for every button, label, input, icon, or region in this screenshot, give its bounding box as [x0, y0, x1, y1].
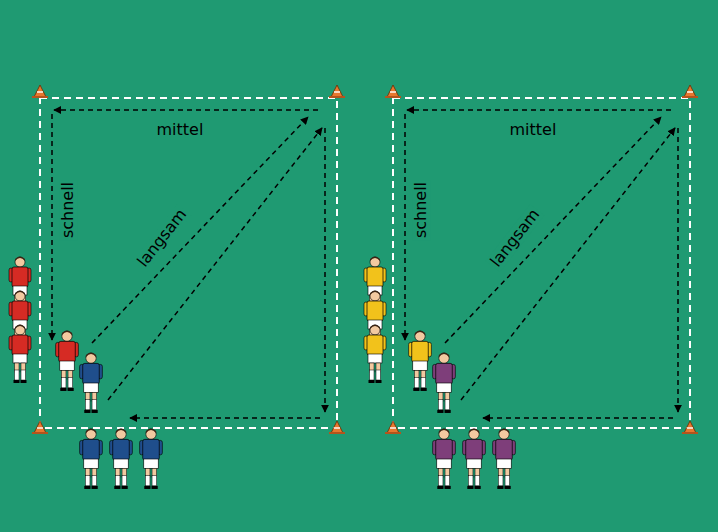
speed-label: mittel: [508, 121, 559, 139]
speed-label: langsam: [486, 204, 545, 272]
speed-label: mittel: [155, 121, 206, 139]
speed-label: langsam: [133, 204, 192, 272]
left-drill: [9, 85, 345, 489]
speed-label: schnell: [59, 180, 77, 240]
right-drill: [364, 85, 698, 489]
speed-label: schnell: [412, 180, 430, 240]
